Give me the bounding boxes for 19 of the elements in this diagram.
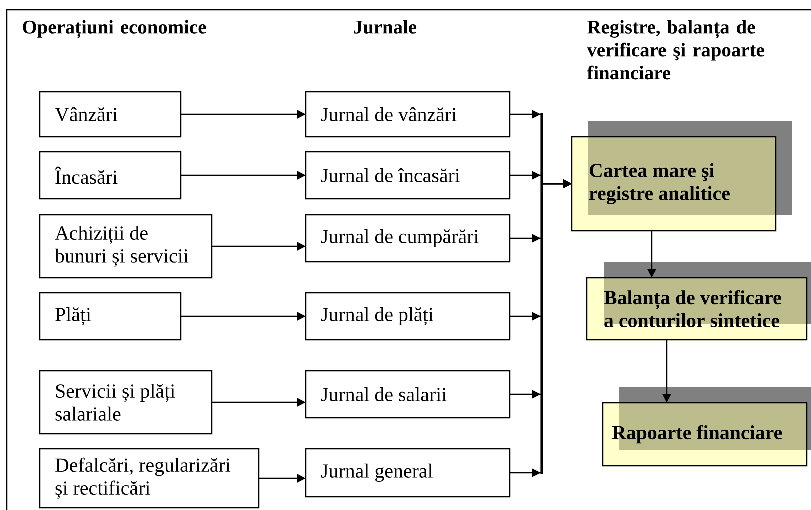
process-box: Vânzări <box>39 91 182 138</box>
process-box: Defalcări, regularizări și rectificări <box>39 448 260 509</box>
column-heading: Registre, balanța de verificare şi rapoarte financiare <box>587 20 764 80</box>
process-box: Jurnal de plăți <box>305 292 511 341</box>
shadowed-box: Rapoarte financiare <box>602 387 811 467</box>
process-box: Servicii și plăți salariale <box>39 370 213 435</box>
column-heading: Jurnale <box>354 20 417 34</box>
shadowed-box: Cartea mare şi registre analitice <box>571 121 792 232</box>
process-box: Jurnal general <box>305 448 511 498</box>
bus-line <box>540 114 544 474</box>
process-box: Plăți <box>39 292 182 341</box>
process-box: Achiziții de bunuri și servicii <box>39 214 213 279</box>
process-box: Încasări <box>39 151 182 200</box>
process-box: Jurnal de încasări <box>305 151 511 200</box>
column-heading: Operațiuni economice <box>23 20 206 39</box>
shadowed-box: Balanța de verificare a conturilor sintetice <box>586 262 811 341</box>
process-box: Jurnal de vânzări <box>305 91 511 138</box>
process-box: Jurnal de cumpărări <box>305 214 511 263</box>
process-box: Jurnal de salarii <box>305 370 511 419</box>
